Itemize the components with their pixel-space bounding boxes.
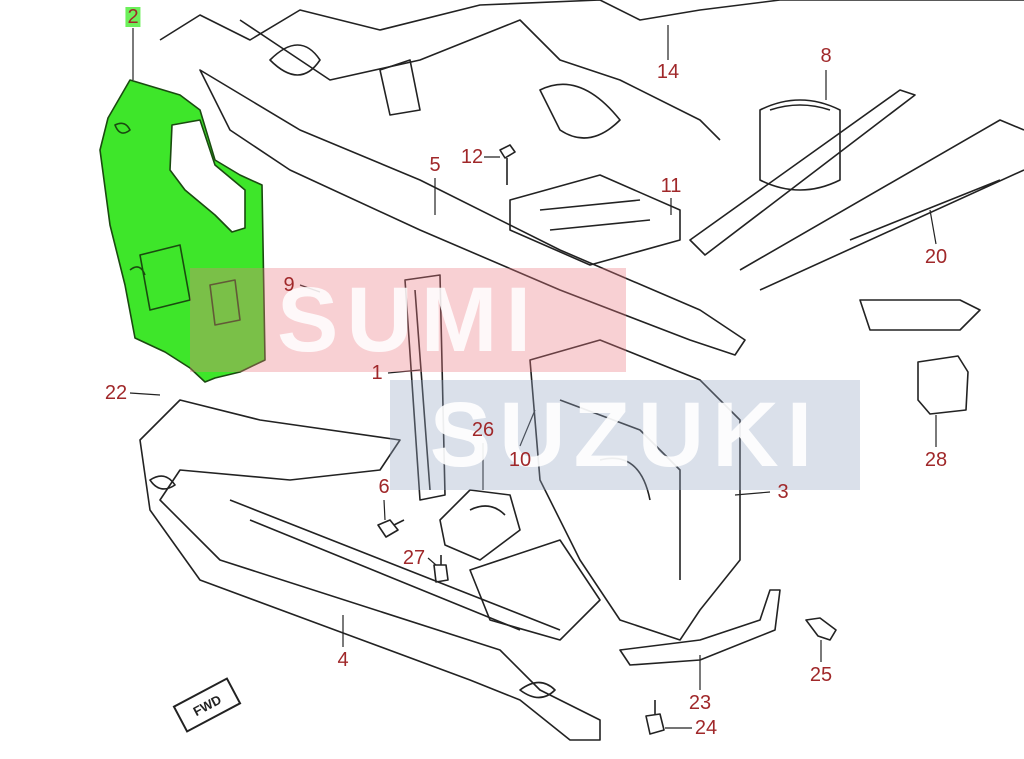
bolt-24 [645,700,665,735]
leader-lines [129,25,937,729]
bolt-12 [499,144,516,185]
callout-24[interactable]: 24 [694,717,718,739]
callout-1[interactable]: 1 [371,362,383,384]
callout-8[interactable]: 8 [820,45,832,67]
engine-mount-8 [759,99,841,191]
callout-28[interactable]: 28 [924,449,948,471]
fwd-label: FWD [190,691,224,719]
callout-3[interactable]: 3 [777,481,789,503]
callout-25[interactable]: 25 [809,664,833,686]
upper-frame [159,0,1024,356]
callout-23[interactable]: 23 [688,692,712,714]
callout-2[interactable]: 2 [125,6,141,28]
callout-10[interactable]: 10 [508,449,532,471]
highlighted-part-2 [99,79,266,383]
callout-14[interactable]: 14 [656,61,680,83]
crossmember-4 [139,399,601,741]
callout-11[interactable]: 11 [660,175,682,197]
callout-26[interactable]: 26 [471,419,495,441]
callout-27[interactable]: 27 [402,547,426,569]
callout-9[interactable]: 9 [283,274,295,296]
pillar-1 [404,274,446,501]
callout-20[interactable]: 20 [924,246,948,268]
callout-4[interactable]: 4 [337,649,349,671]
callout-5[interactable]: 5 [429,154,441,176]
callout-12[interactable]: 12 [460,146,484,168]
mount-26 [439,489,521,561]
bolt-6 [377,519,405,538]
rail-20 [689,89,1024,331]
tray-11 [509,174,681,266]
bracket-23 [619,589,781,666]
clip-25 [805,617,837,641]
watermark-sumi: SUMI [190,268,626,372]
watermark-suzuki: SUZUKI [390,380,860,490]
callout-6[interactable]: 6 [378,476,390,498]
block-28 [917,355,969,415]
callout-22[interactable]: 22 [104,382,128,404]
bracket-3 [529,339,741,641]
bolt-27 [433,555,449,583]
